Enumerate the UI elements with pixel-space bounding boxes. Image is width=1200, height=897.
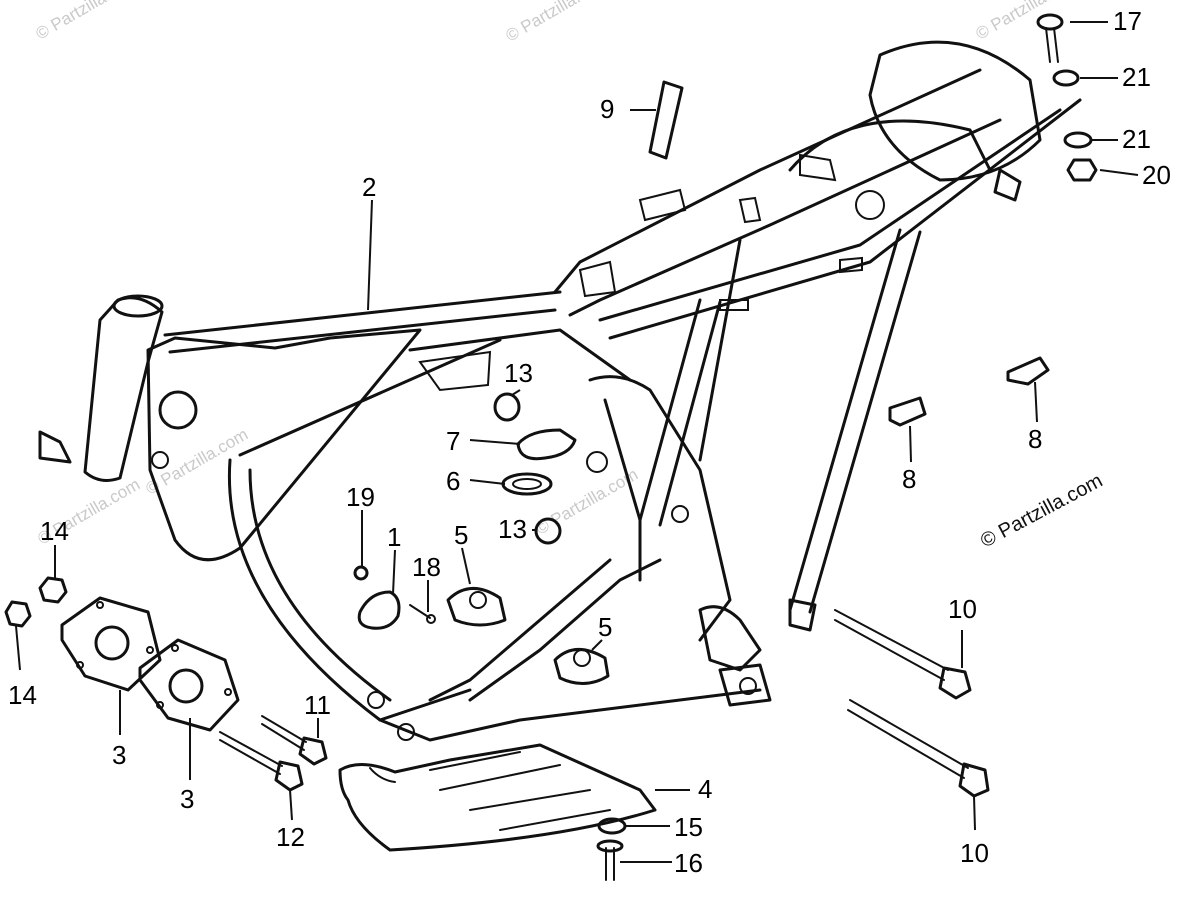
seal-part-6 xyxy=(501,472,553,496)
washer-part-21b xyxy=(1063,131,1093,149)
partzilla-credit: © Partzilla.com xyxy=(977,470,1106,553)
callout-10a: 10 xyxy=(948,594,977,624)
skid-plate xyxy=(338,743,657,852)
clamp-part-5b xyxy=(553,648,610,685)
callout-11: 11 xyxy=(304,690,331,720)
bolt-part-17 xyxy=(1036,13,1064,63)
rubber-part-8a xyxy=(1006,356,1050,386)
watermark-5: © Partzilla.com xyxy=(143,425,252,499)
callout-13a: 13 xyxy=(504,358,533,388)
callout-20: 20 xyxy=(1142,160,1171,190)
nut-part-14b xyxy=(4,600,32,628)
grommet-13a xyxy=(493,392,521,422)
screw-part-18 xyxy=(409,604,431,619)
callout-16: 16 xyxy=(674,848,703,878)
callout-7: 7 xyxy=(446,426,460,456)
clamp-part-7 xyxy=(516,428,577,461)
bolt-part-10b xyxy=(847,699,990,798)
callout-18: 18 xyxy=(412,552,441,582)
rubber-part-8b xyxy=(888,396,927,427)
bolt-part-10a xyxy=(834,609,972,700)
callout-2: 2 xyxy=(362,172,376,202)
watermark-3: © Partzilla.com xyxy=(973,0,1082,43)
watermark-2: © Partzilla.com xyxy=(503,0,612,45)
callout-8a: 8 xyxy=(1028,424,1042,454)
nut-part-20 xyxy=(1066,158,1098,182)
callout-10b: 10 xyxy=(960,838,989,868)
watermark-1: © Partzilla.com xyxy=(33,0,142,43)
callout-3b: 3 xyxy=(180,784,194,814)
nut-part-19 xyxy=(353,565,369,581)
callout-13b: 13 xyxy=(498,514,527,544)
tube-part-9 xyxy=(648,80,684,160)
callout-14a: 14 xyxy=(40,516,69,546)
callout-5a: 5 xyxy=(454,520,468,550)
watermark-6: © Partzilla.com xyxy=(533,465,642,539)
engine-mount-plates xyxy=(60,596,240,732)
bolt-part-12 xyxy=(219,731,304,792)
band-part-1 xyxy=(357,590,401,630)
callout-21a: 21 xyxy=(1122,62,1151,92)
callout-12: 12 xyxy=(276,822,305,852)
callout-21b: 21 xyxy=(1122,124,1151,154)
bolt-part-11 xyxy=(261,715,328,766)
callout-5b: 5 xyxy=(598,612,612,642)
callout-4: 4 xyxy=(698,774,712,804)
callout-9: 9 xyxy=(600,94,614,124)
washer-part-15 xyxy=(597,817,627,835)
callout-17: 17 xyxy=(1113,6,1142,36)
callout-labels: 2 9 17 21 21 20 8 8 13 7 6 13 19 1 18 5 … xyxy=(8,6,1171,878)
washer-part-21a xyxy=(1052,69,1080,87)
callout-8b: 8 xyxy=(902,464,916,494)
leader-lines xyxy=(15,21,1139,863)
nut-part-14a xyxy=(38,576,68,604)
bolt-part-16 xyxy=(596,839,624,881)
callout-14b: 14 xyxy=(8,680,37,710)
callout-1: 1 xyxy=(387,522,401,552)
callout-15: 15 xyxy=(674,812,703,842)
motorcycle-frame xyxy=(38,40,1082,742)
callout-6: 6 xyxy=(446,466,460,496)
callout-19: 19 xyxy=(346,482,375,512)
callout-3a: 3 xyxy=(112,740,126,770)
clamp-part-5a xyxy=(446,587,507,627)
